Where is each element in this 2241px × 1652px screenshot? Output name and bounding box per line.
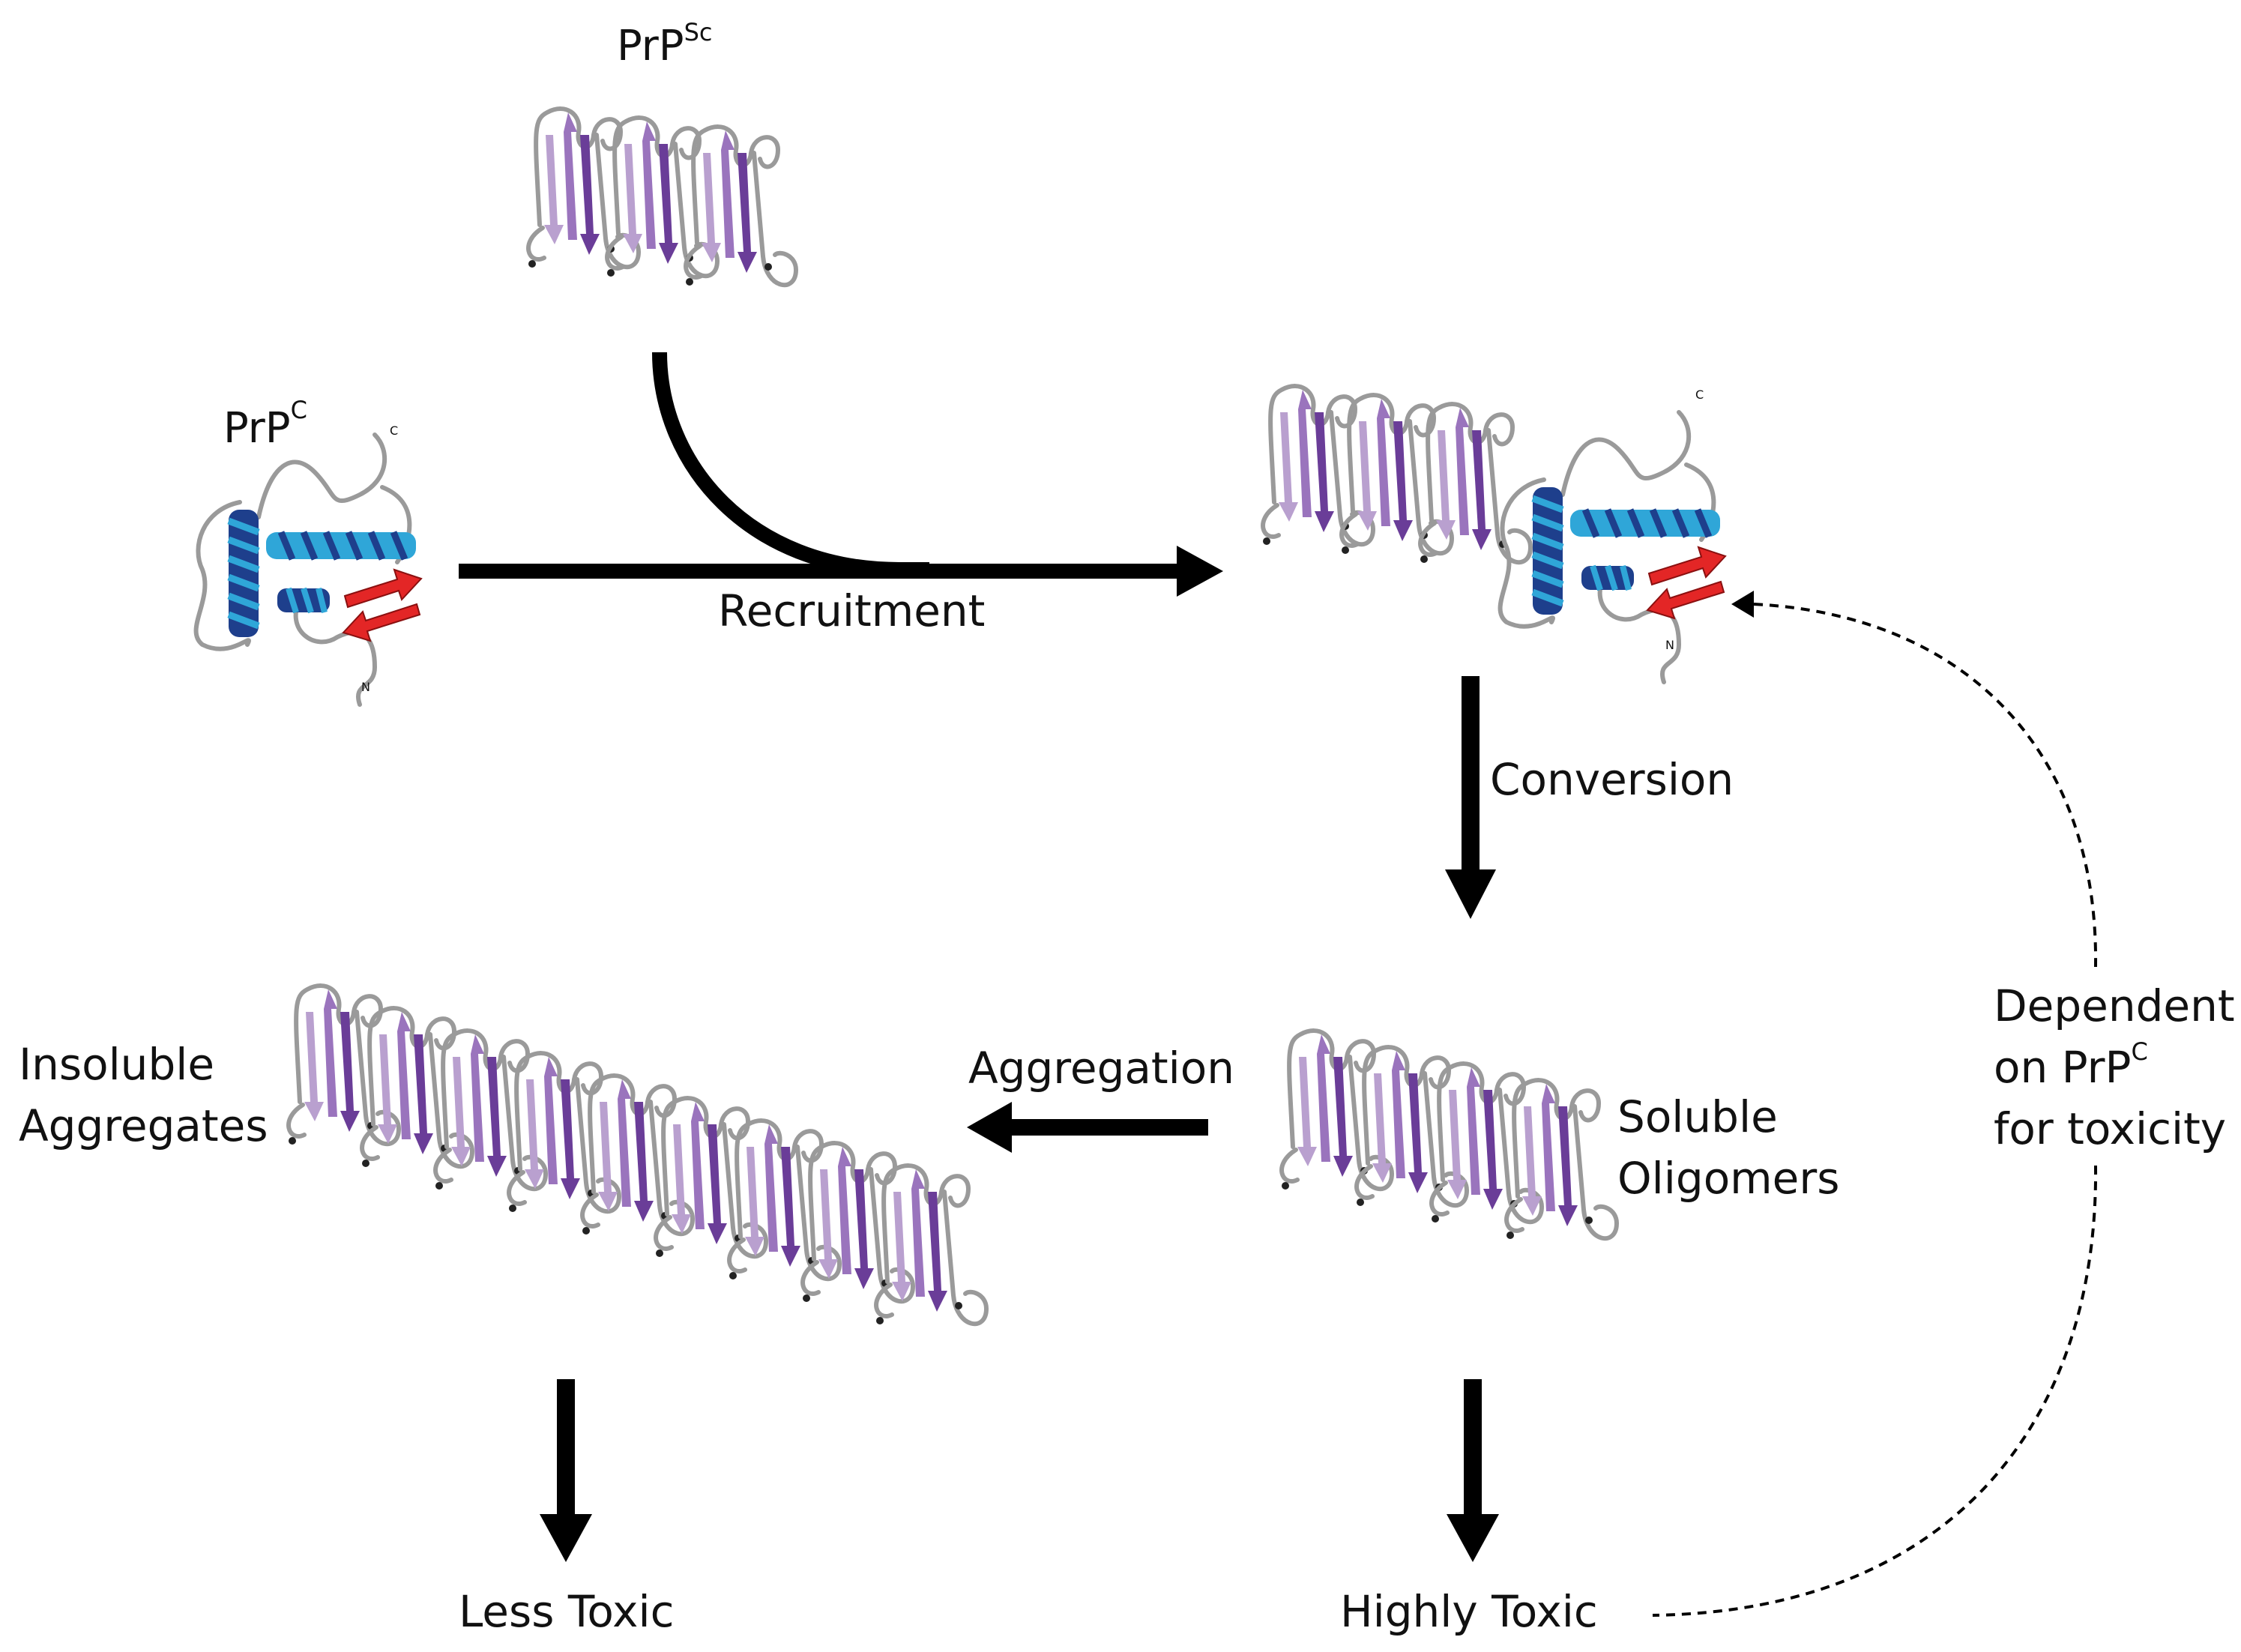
insoluble-aggregates-label: Insoluble Aggregates — [19, 1039, 268, 1151]
soluble-oligomers-structure — [1282, 1031, 1617, 1239]
aggregation-arrow-head — [967, 1102, 1012, 1153]
feedback-arrow-head — [1731, 591, 1754, 618]
recruitment-label: Recruitment — [718, 585, 985, 636]
less-toxic-label: Less Toxic — [459, 1586, 674, 1637]
prpc-structure: C N — [196, 423, 421, 705]
n-terminus-label: N — [361, 680, 370, 694]
highly-toxic-arrow-head — [1447, 1514, 1499, 1562]
dependent-label: Dependent on PrPC for toxicity — [1994, 980, 2241, 1154]
c-terminus-label: C — [390, 423, 398, 438]
complex-c-terminus: C — [1695, 388, 1704, 402]
complex-structure: C N — [1263, 386, 1725, 682]
recruitment-arrow-head — [1177, 546, 1223, 597]
soluble-oligomers-label: Soluble Oligomers — [1617, 1091, 1839, 1204]
prpsc-recruitment-curve — [652, 352, 929, 577]
complex-n-terminus: N — [1665, 638, 1674, 652]
less-toxic-arrow-head — [540, 1514, 592, 1562]
insoluble-aggregates-structure — [289, 986, 986, 1324]
aggregation-label: Aggregation — [968, 1043, 1234, 1094]
prpsc-label: PrPSc — [617, 18, 712, 70]
conversion-label: Conversion — [1490, 754, 1734, 805]
prpc-label: PrPC — [223, 396, 307, 453]
conversion-arrow-head — [1445, 869, 1496, 919]
highly-toxic-label: Highly Toxic — [1340, 1586, 1598, 1637]
feedback-dashed-arc-bottom — [1652, 1165, 2098, 1617]
feedback-dashed-arc-top — [1753, 603, 2098, 968]
prpsc-structure — [528, 109, 796, 286]
